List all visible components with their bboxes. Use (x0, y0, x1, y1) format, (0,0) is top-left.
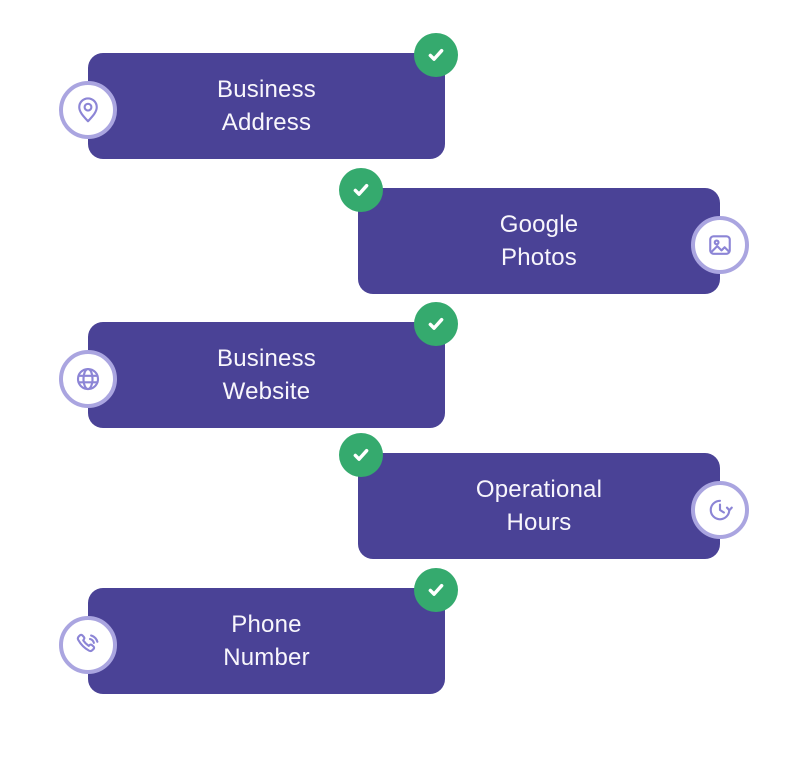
check-icon (353, 183, 369, 196)
photo-icon (691, 216, 749, 274)
card-label-line: Business (217, 345, 316, 372)
check-icon (428, 583, 444, 596)
completed-badge (339, 168, 383, 212)
card-label-line: Google (499, 211, 579, 238)
card-google-photos[interactable]: Google Photos (339, 168, 749, 294)
card-label-line: Number (223, 644, 310, 671)
phone-icon (59, 616, 117, 674)
card-label-line: Phone (231, 611, 302, 638)
location-pin-icon (59, 81, 117, 139)
card-label-line: Address (221, 109, 312, 136)
card-phone-number[interactable]: Phone Number (59, 568, 458, 694)
card-label-line: Operational (475, 476, 603, 503)
check-icon (428, 317, 444, 330)
completed-badge (414, 568, 458, 612)
card-label-line: Hours (506, 509, 572, 536)
card-business-address[interactable]: Business Address (59, 33, 458, 159)
card-label-line: Photos (501, 244, 577, 271)
card-label-line: Website (222, 378, 311, 405)
card-operational-hours[interactable]: Operational Hours (339, 433, 749, 559)
card-business-website[interactable]: Business Website (59, 302, 458, 428)
completed-badge (414, 302, 458, 346)
completed-badge (414, 33, 458, 77)
completed-badge (339, 433, 383, 477)
check-icon (428, 48, 444, 61)
card-label-line: Business (217, 76, 316, 103)
globe-icon (59, 350, 117, 408)
check-icon (353, 448, 369, 461)
clock-history-icon (691, 481, 749, 539)
